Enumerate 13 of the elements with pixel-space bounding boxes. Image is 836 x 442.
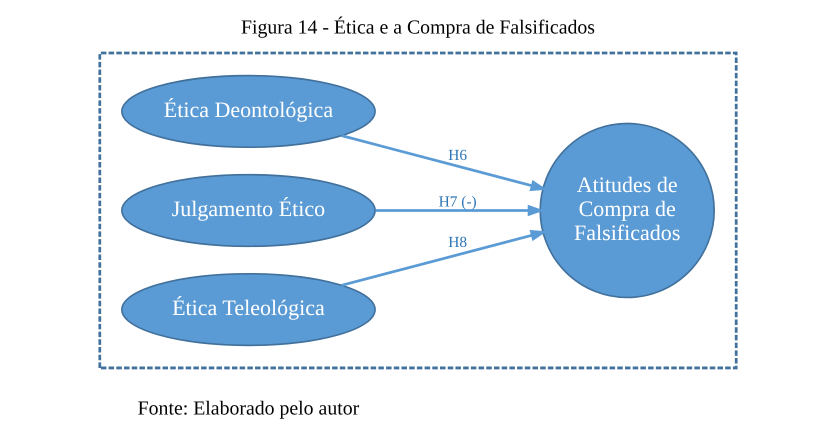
arrow [341,229,547,286]
cluster [98,51,738,369]
node-ellipse: Julgamento Ético [121,173,376,247]
diagram-title: Figura 14 - Ética e a Compra de Falsificados [240,16,596,38]
arrow [341,134,547,191]
caption: Fonte: Elaborado pelo autor [138,397,360,420]
node-ellipse: Ética Deontológica [121,74,376,148]
node-ellipse: Ética Teleológica [121,272,376,346]
arrow [375,204,544,216]
edge-label: H6 [448,146,468,164]
edge-label: H7 (-) [438,192,477,210]
edge-label: H8 [448,234,468,251]
node-circle: Atitudes de Compra de Falsificados [539,122,715,298]
